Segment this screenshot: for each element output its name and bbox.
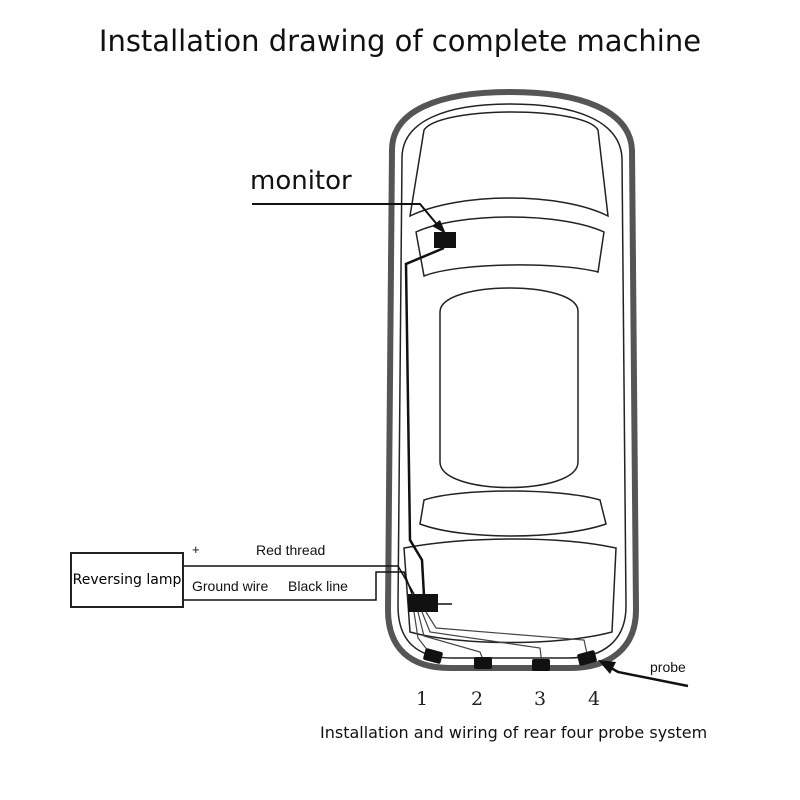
car-trunk	[403, 538, 617, 644]
control-box	[408, 594, 438, 612]
reversing-lamp-label: Reversing lamp	[72, 572, 182, 588]
probe-label: probe	[650, 659, 686, 675]
probe-3	[532, 659, 550, 671]
ground-wire-label: Ground wire	[192, 578, 269, 594]
diagram-caption: Installation and wiring of rear four pro…	[320, 723, 708, 742]
monitor-cable	[404, 246, 445, 597]
car-body-outline	[384, 88, 640, 671]
probe-number-1: 1	[416, 688, 429, 710]
probe-number-2: 2	[471, 688, 484, 710]
red-thread-label: Red thread	[256, 542, 326, 558]
monitor-label: monitor	[250, 166, 352, 196]
probe-1	[423, 648, 443, 664]
black-line-wire	[184, 571, 413, 601]
probe-wire-4	[425, 611, 589, 659]
car-hood	[409, 111, 609, 218]
positive-sign: +	[192, 542, 200, 557]
probe-number-3: 3	[534, 688, 547, 710]
monitor-pointer-line	[252, 203, 441, 229]
car-body-inner	[397, 103, 627, 659]
probe-4	[577, 650, 597, 666]
monitor-unit	[434, 232, 456, 248]
diagram-title: Installation drawing of complete machine	[98, 24, 702, 58]
car-roof	[439, 287, 579, 489]
probe-wire-3	[421, 611, 543, 665]
probe-number-4: 4	[588, 688, 601, 710]
car-rear-window	[419, 490, 607, 537]
probe-2	[474, 657, 492, 669]
reversing-lamp-box: Reversing lamp	[70, 552, 184, 608]
car-front-window	[415, 216, 605, 278]
black-line-label: Black line	[288, 578, 348, 594]
